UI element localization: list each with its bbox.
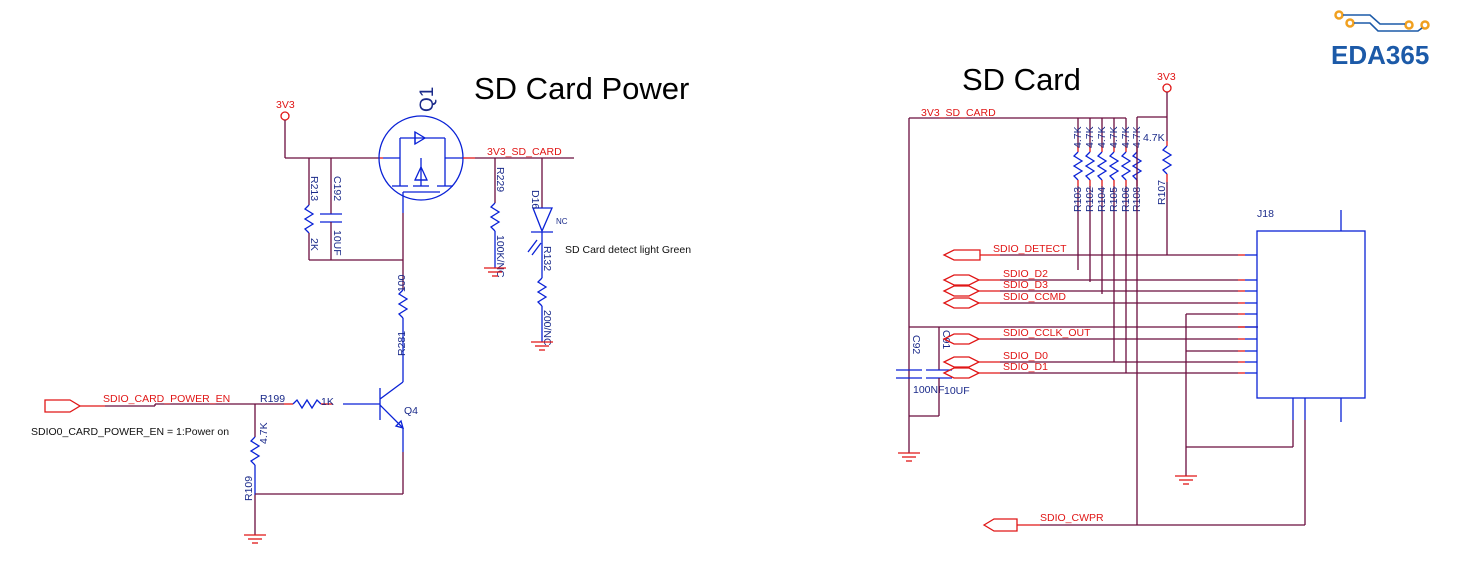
r213-value: 2K [308, 238, 320, 251]
card-3v3-label: 3V3 [1157, 71, 1176, 83]
signal-d0: SDIO_D0 [942, 350, 1257, 368]
pullup-resistor-r102: 4.7K R102 [1084, 118, 1096, 282]
c192-ref: C192 [331, 176, 343, 201]
r281-resistor: 100 R281 [396, 274, 409, 382]
c91-value: 10UF [944, 385, 970, 397]
net-label-sdio-card-power-en: SDIO_CARD_POWER_EN [103, 393, 230, 405]
q1-mosfet-symbol: Q1 [378, 87, 464, 213]
c91-capacitor: C91 10UF [926, 330, 970, 397]
d16-led: D16 NC [527, 158, 568, 256]
pullup-value: 4.7K [1072, 126, 1084, 148]
ground-symbol [1175, 475, 1197, 485]
d16-ref: D16 [529, 190, 541, 209]
eda365-logo: EDA365 [1331, 10, 1430, 70]
r109-resistor: 4.7K R109 [243, 404, 270, 544]
q4-transistor-symbol: Q4 [379, 381, 418, 452]
pullup-ref: R103 [1072, 187, 1084, 212]
c192-value: 10UF [331, 230, 343, 256]
r199-ref: R199 [260, 393, 285, 405]
power-3v3-label: 3V3 [276, 99, 295, 111]
pullup-ref: R105 [1108, 187, 1120, 212]
r229-value: 100K/NC [494, 235, 506, 278]
r229-resistor: R229 100K/NC [484, 158, 506, 278]
r199-resistor: R199 1K [260, 393, 380, 410]
r281-ref: R281 [396, 331, 408, 356]
ground-symbol [898, 452, 920, 462]
r281-value: 100 [396, 274, 408, 292]
r107-resistor: 4.7K R107 [1143, 132, 1173, 255]
net-label-card-3v3-sd-card: 3V3_SD_CARD [921, 107, 996, 119]
sdio-cwpr-port: SDIO_CWPR [982, 512, 1305, 532]
ground-symbol [484, 267, 506, 277]
r107-value: 4.7K [1143, 132, 1165, 144]
ground-symbol [244, 534, 266, 544]
pullup-ref: R106 [1120, 187, 1132, 212]
signal-d2: SDIO_D2 [942, 268, 1257, 286]
net-label-clk: SDIO_CCLK_OUT [1003, 327, 1091, 339]
r109-ref: R109 [243, 476, 255, 501]
signal-d1: SDIO_D1 [942, 361, 1257, 379]
r199-value: 1K [321, 396, 334, 408]
c92-ref: C92 [910, 335, 922, 354]
led-note: SD Card detect light Green [565, 244, 691, 256]
pullup-resistor-r104: 4.7K R104 [1096, 118, 1108, 294]
pullup-resistor-r103: 4.7K R103 [1072, 118, 1084, 270]
pullup-value: 4.7K [1120, 126, 1132, 148]
q4-ref: Q4 [404, 405, 418, 417]
pullup-value: 4.7K [1108, 126, 1120, 148]
logo-text: EDA365 [1331, 40, 1429, 70]
net-label-d2: SDIO_D2 [1003, 268, 1048, 280]
pullup-value: 4.7K [1084, 126, 1096, 148]
ground-symbol [531, 341, 553, 351]
r132-resistor: R132 200/NC [531, 232, 553, 351]
pullup-resistor-r105: 4.7K R105 [1108, 118, 1120, 362]
signal-clk: SDIO_CCLK_OUT [942, 327, 1257, 345]
pullup-ref: R102 [1084, 187, 1096, 212]
signal-d3: SDIO_D3 [942, 279, 1257, 297]
c192-capacitor: C192 10UF [320, 158, 343, 260]
c92-capacitor: C92 100NF [896, 335, 945, 396]
net-label-sdio-cwpr: SDIO_CWPR [1040, 512, 1104, 524]
r229-ref: R229 [494, 167, 506, 192]
signal-cmd: SDIO_CCMD [942, 291, 1257, 309]
card-section-title: SD Card [962, 62, 1081, 97]
net-label-3v3-sd-card: 3V3_SD_CARD [487, 146, 562, 158]
card-3v3-symbol: 3V3 [1157, 71, 1176, 117]
power-section-title: SD Card Power [474, 71, 689, 106]
net-label-cmd: SDIO_CCMD [1003, 291, 1066, 303]
sdio-card-power-en-port: SDIO_CARD_POWER_EN [44, 393, 284, 413]
net-label-d3: SDIO_D3 [1003, 279, 1048, 291]
d16-value: NC [556, 217, 568, 226]
signal-detect: SDIO_DETECT [942, 243, 1257, 261]
net-label-d1: SDIO_D1 [1003, 361, 1048, 373]
r213-ref: R213 [308, 176, 320, 201]
pullup-value: 4.7K [1096, 126, 1108, 148]
net-label-d0: SDIO_D0 [1003, 350, 1048, 362]
enable-note: SDIO0_CARD_POWER_EN = 1:Power on [31, 426, 229, 438]
r107-ref: R107 [1156, 180, 1168, 205]
r109-value: 4.7K [258, 422, 270, 444]
q1-ref: Q1 [417, 87, 438, 112]
j18-connector: J18 [1256, 208, 1366, 422]
j18-ref: J18 [1257, 208, 1274, 220]
r213-resistor: R213 2K [303, 158, 320, 260]
pullup-resistor-r106: 4.7K R106 [1120, 118, 1132, 373]
net-label-detect: SDIO_DETECT [993, 243, 1067, 255]
c92-value: 100NF [913, 384, 945, 396]
r132-ref: R132 [541, 246, 553, 271]
power-3v3-symbol: 3V3 [276, 99, 295, 158]
r132-value: 200/NC [541, 310, 553, 346]
pullup-ref: R104 [1096, 187, 1108, 212]
